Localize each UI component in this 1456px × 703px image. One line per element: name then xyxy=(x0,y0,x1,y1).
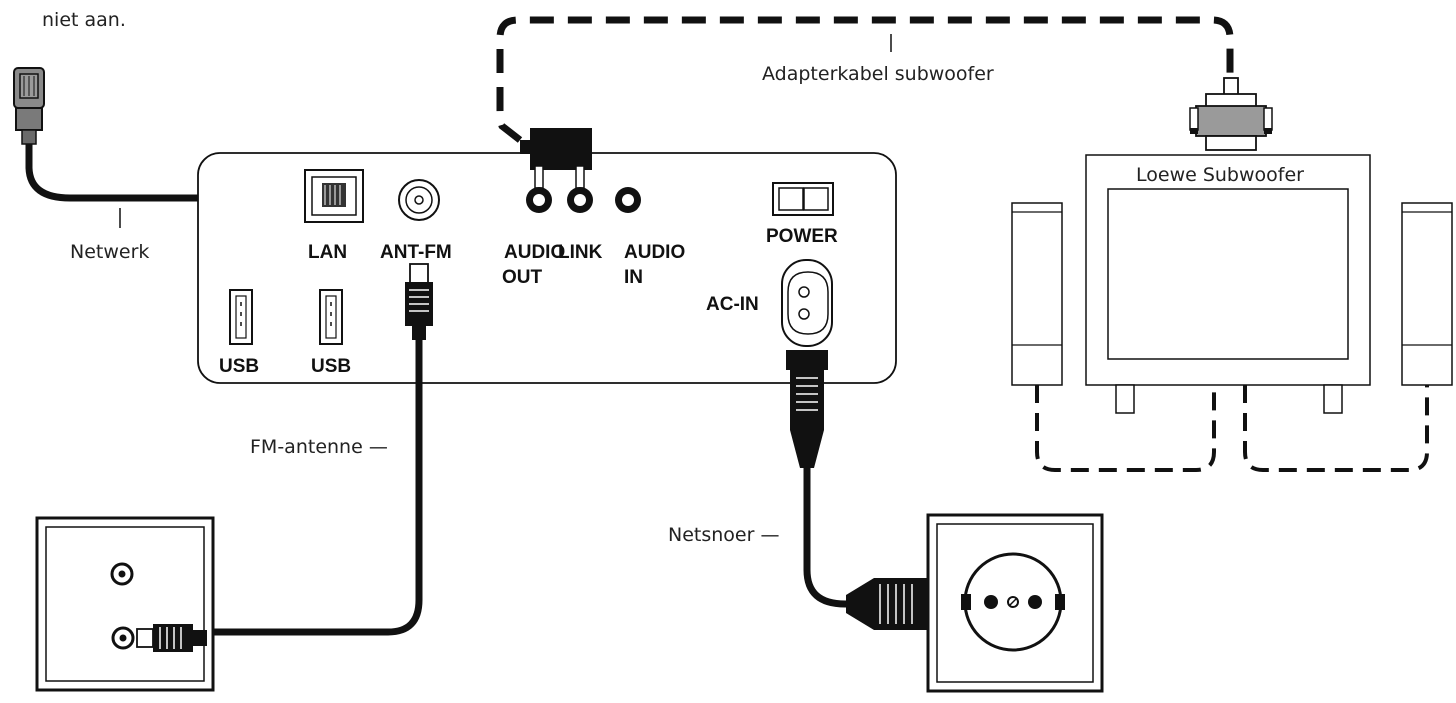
power-cord-label: Netsnoer — xyxy=(668,524,779,546)
right-speaker xyxy=(1401,202,1453,386)
power-cord-plug-icon xyxy=(786,350,828,468)
usb-port-1-icon xyxy=(229,289,253,345)
audio-in-jack-icon xyxy=(615,187,641,213)
left-speaker-cable xyxy=(1035,385,1216,472)
audio-out-label-line1: AUDIO xyxy=(504,242,565,263)
network-cable xyxy=(25,144,200,202)
ant-fm-port-icon xyxy=(398,179,440,221)
audio-in-label-line1: AUDIO xyxy=(624,242,685,263)
lan-port-icon xyxy=(304,169,364,223)
power-switch-icon xyxy=(772,182,834,216)
right-speaker-cable xyxy=(1243,385,1429,472)
wall-socket-icon xyxy=(926,513,1104,693)
audio-out-jack-icon xyxy=(526,187,552,213)
subwoofer-label: Loewe Subwoofer xyxy=(1136,164,1304,186)
usb-1-label: USB xyxy=(219,356,259,377)
usb-port-2-icon xyxy=(319,289,343,345)
link-jack-icon xyxy=(567,187,593,213)
subwoofer-cable-label: Adapterkabel subwoofer xyxy=(762,63,994,85)
lan-port-label: LAN xyxy=(308,242,347,263)
left-speaker xyxy=(1011,202,1063,386)
fm-antenna-label: FM-antenne — xyxy=(250,436,388,458)
usb-2-label: USB xyxy=(311,356,351,377)
ant-fm-port-label: ANT-FM xyxy=(380,242,452,263)
euro-plug-icon xyxy=(846,578,967,630)
coax-plug-icon xyxy=(405,263,433,340)
link-label: LINK xyxy=(558,242,603,263)
audio-in-label-line2: IN xyxy=(624,267,643,288)
subwoofer-unit xyxy=(1085,154,1371,414)
network-label: Netwerk xyxy=(70,241,149,263)
ac-in-label: AC-IN xyxy=(706,294,759,315)
subwoofer-adapter-block xyxy=(520,128,592,189)
rj45-plug-icon xyxy=(13,67,45,145)
audio-out-label-line2: OUT xyxy=(502,267,543,288)
power-cord xyxy=(803,466,860,608)
antenna-outlet-icon xyxy=(35,516,215,692)
note-text: niet aan. xyxy=(42,9,126,31)
ac-in-socket-icon xyxy=(781,259,833,347)
fm-antenna-cable xyxy=(210,340,423,636)
subd-connector-icon xyxy=(1189,77,1273,151)
subwoofer-adapter-cable xyxy=(496,16,1234,143)
power-label: POWER xyxy=(766,226,838,247)
